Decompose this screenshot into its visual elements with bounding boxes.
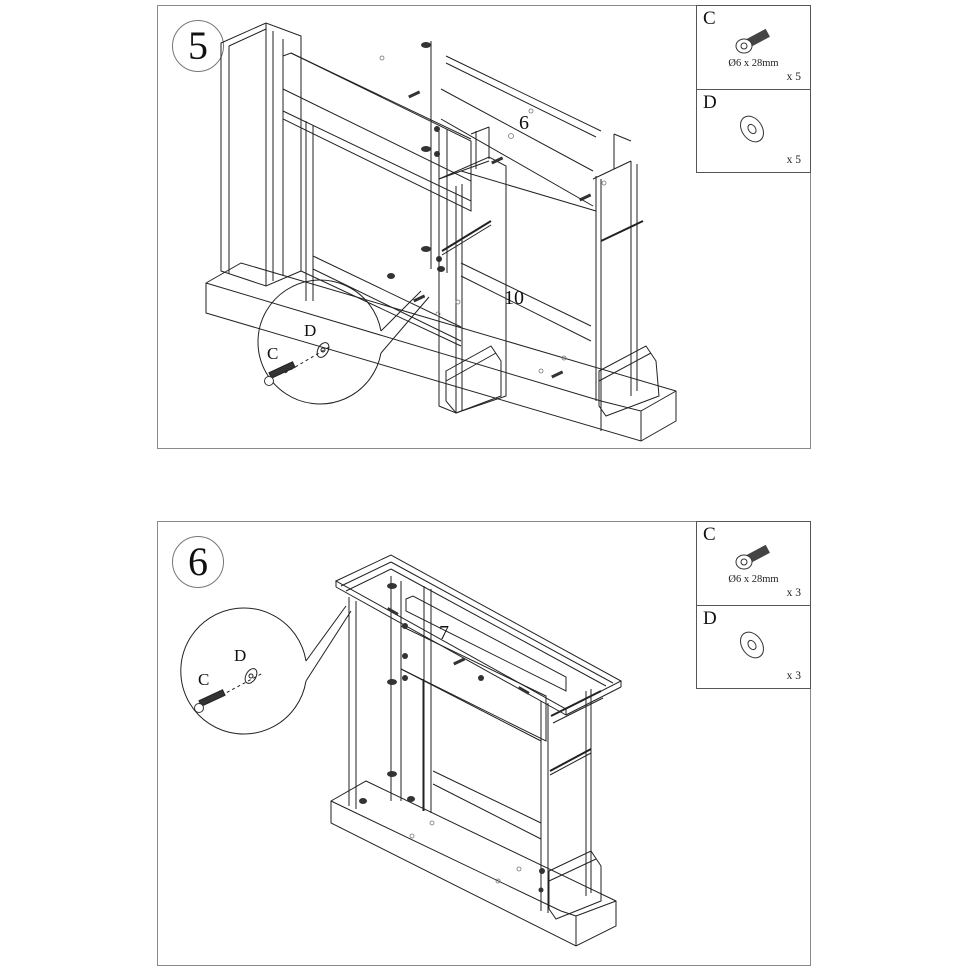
part-qty: x 3 [786, 587, 801, 599]
left-pillar [348, 576, 432, 813]
step-number-badge: 6 [172, 536, 224, 588]
washer-icon [740, 115, 764, 143]
hardware-markers [387, 42, 592, 379]
part-letter: D [703, 92, 717, 113]
step-number-badge: 5 [172, 20, 224, 72]
callout-screw-label: C [267, 344, 278, 363]
detail-callout [180, 605, 352, 735]
panel-label-10: 10 [504, 287, 524, 309]
panel-label-6: 6 [519, 112, 529, 134]
part-letter: C [703, 8, 716, 29]
part-qty: x 5 [786, 154, 801, 166]
bottom-panel-10 [300, 255, 462, 347]
part-spec: Ø6 x 28mm [728, 574, 779, 585]
step-6-panel: 6 [157, 521, 811, 966]
pilot-holes [379, 55, 607, 374]
fireplace-assembly-step-6-diagram: C D 7 [180, 554, 623, 947]
right-pillar [432, 689, 602, 920]
part-spec: Ø6 x 28mm [728, 58, 779, 69]
part-c: C Ø6 x 28mm x 3 [697, 522, 810, 605]
part-letter: D [703, 608, 717, 629]
hardware-markers [359, 583, 545, 893]
part-d: D x 3 [697, 605, 810, 688]
mantel-shelf [334, 554, 623, 724]
pilot-holes [409, 820, 522, 884]
top-panel-7 [400, 595, 567, 811]
part-d: D x 5 [697, 89, 810, 172]
part-qty: x 3 [786, 670, 801, 682]
callout-washer-label: D [234, 646, 246, 665]
screw-icon [735, 28, 770, 54]
part-letter: C [703, 524, 716, 545]
fireplace-assembly-step-5-diagram: C D 6 10 [205, 22, 677, 442]
callout-screw-label: C [198, 670, 209, 689]
callout-washer-label: D [304, 321, 316, 340]
parts-list: C Ø6 x 28mm x 3 D x 3 [696, 521, 811, 689]
washer-icon [740, 631, 764, 659]
top-panel-6 [282, 52, 472, 301]
part-qty: x 5 [786, 71, 801, 83]
left-pillar [220, 22, 302, 287]
part-c: C Ø6 x 28mm x 5 [697, 6, 810, 89]
panel-label-7: 7 [439, 622, 449, 644]
mid-structure [430, 41, 660, 417]
screw-icon [735, 544, 770, 570]
detail-callout [257, 279, 430, 405]
step-5-panel: 5 [157, 5, 811, 449]
parts-list: C Ø6 x 28mm x 5 D x 5 [696, 5, 811, 173]
base-plinth [330, 780, 617, 947]
